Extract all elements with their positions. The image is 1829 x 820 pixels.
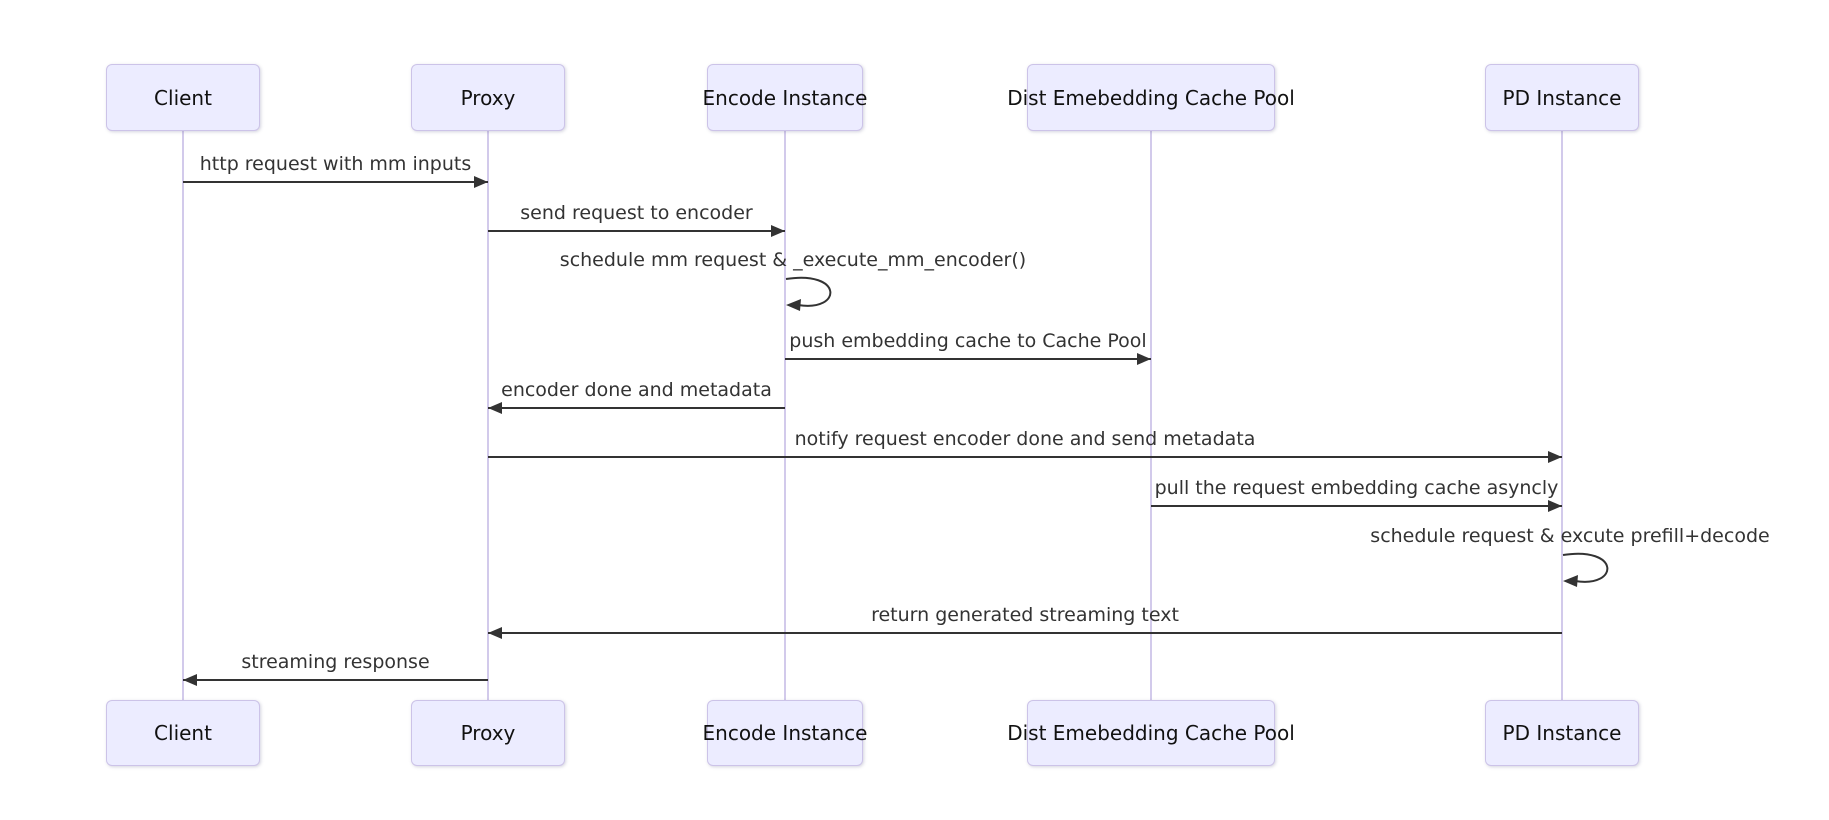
actor-label-proxy: Proxy	[460, 85, 516, 110]
arrowhead-icon	[1548, 451, 1562, 463]
actor-bottom-box-cachepool: Dist Emebedding Cache Pool	[1007, 700, 1295, 766]
actor-bottom-box-pd: PD Instance	[1485, 700, 1639, 766]
actor-label-pd: PD Instance	[1502, 721, 1622, 745]
arrowhead-icon	[1548, 500, 1562, 512]
actor-bottom-box-encode: Encode Instance	[703, 700, 868, 766]
message-label: send request to encoder	[520, 202, 753, 224]
message-label: return generated streaming text	[871, 604, 1179, 626]
message-label: push embedding cache to Cache Pool	[789, 330, 1147, 352]
message-label: notify request encoder done and send met…	[794, 428, 1256, 450]
arrowhead-icon	[474, 176, 488, 188]
lifeline-pd	[1561, 131, 1563, 700]
actor-label-encode: Encode Instance	[702, 721, 868, 745]
actor-top-box-client: Client	[106, 64, 260, 131]
arrowhead-icon	[1137, 353, 1151, 365]
lifeline-client	[182, 131, 184, 700]
actor-bottom-box-client: Client	[106, 700, 260, 766]
actor-bottom-box-proxy: Proxy	[411, 700, 565, 766]
actor-top-box-proxy: Proxy	[411, 64, 565, 131]
message-arrow-line	[488, 456, 1562, 458]
self-loop-arc	[1562, 552, 1609, 587]
actor-label-client: Client	[154, 85, 212, 110]
lifeline-encode	[784, 131, 786, 700]
actor-label-pd: PD Instance	[1502, 85, 1622, 110]
message-label: schedule request & excute prefill+decode	[1370, 525, 1770, 547]
arrowhead-icon	[771, 225, 785, 237]
message-arrow-line	[488, 632, 1562, 634]
message-label: schedule mm request & _execute_mm_encode…	[559, 249, 1027, 271]
self-loop-arc	[785, 276, 832, 311]
arrowhead-icon	[488, 627, 502, 639]
actor-label-client: Client	[154, 721, 212, 745]
actor-top-box-encode: Encode Instance	[703, 64, 868, 131]
message-arrow-line	[488, 230, 785, 232]
actor-top-box-pd: PD Instance	[1485, 64, 1639, 131]
actor-top-box-cachepool: Dist Emebedding Cache Pool	[1007, 64, 1295, 131]
message-arrow-line	[785, 358, 1151, 360]
message-label: pull the request embedding cache asyncly	[1154, 477, 1559, 499]
self-loop-arrowhead-icon	[1563, 575, 1578, 587]
message-label: encoder done and metadata	[501, 379, 772, 401]
self-loop-arrowhead-icon	[786, 299, 801, 311]
message-label: http request with mm inputs	[199, 153, 472, 175]
lifeline-proxy	[487, 131, 489, 700]
message-label: streaming response	[241, 651, 430, 673]
message-arrow-line	[183, 181, 488, 183]
message-arrow-line	[488, 407, 785, 409]
actor-label-cachepool: Dist Emebedding Cache Pool	[1007, 721, 1295, 745]
actor-label-proxy: Proxy	[460, 721, 516, 745]
actor-label-encode: Encode Instance	[702, 85, 868, 110]
lifeline-cachepool	[1150, 131, 1152, 700]
self-loop-icon	[1560, 552, 1632, 592]
message-arrow-line	[183, 679, 488, 681]
arrowhead-icon	[488, 402, 502, 414]
self-loop-icon	[783, 276, 855, 316]
arrowhead-icon	[183, 674, 197, 686]
actor-label-cachepool: Dist Emebedding Cache Pool	[1007, 85, 1295, 110]
message-arrow-line	[1151, 505, 1562, 507]
